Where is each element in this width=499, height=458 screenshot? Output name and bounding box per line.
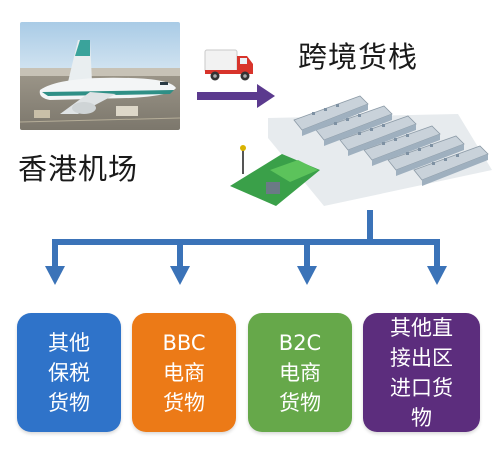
category-line: BBC bbox=[162, 330, 206, 355]
category-line: 电商 bbox=[279, 360, 321, 385]
warehouse-building-illustration bbox=[228, 78, 492, 216]
airport-photo bbox=[20, 22, 180, 130]
category-box-direct-import: 其他直 接出区 进口货 物 bbox=[363, 313, 480, 432]
category-line: 其他 bbox=[48, 330, 90, 355]
category-box-other-bonded: 其他 保税 货物 bbox=[17, 313, 121, 432]
category-line: 接出区 bbox=[390, 345, 453, 370]
category-box-bbc-ecommerce: BBC 电商 货物 bbox=[132, 313, 236, 432]
warehouse-label: 跨境货栈 bbox=[298, 40, 419, 74]
category-line: 保税 bbox=[48, 360, 90, 385]
category-line: 其他直 bbox=[390, 315, 453, 340]
category-line: 货物 bbox=[279, 390, 321, 415]
category-line: 货物 bbox=[163, 390, 205, 415]
right-arrow bbox=[197, 84, 275, 108]
category-box-b2c-ecommerce: B2C 电商 货物 bbox=[248, 313, 352, 432]
category-line: 物 bbox=[411, 405, 432, 430]
category-line: 进口货 bbox=[390, 375, 453, 400]
category-line: 电商 bbox=[163, 360, 205, 385]
airport-label: 香港机场 bbox=[18, 152, 139, 186]
category-line: B2C bbox=[278, 330, 322, 355]
delivery-truck-icon bbox=[203, 44, 255, 84]
category-line: 货物 bbox=[48, 390, 90, 415]
